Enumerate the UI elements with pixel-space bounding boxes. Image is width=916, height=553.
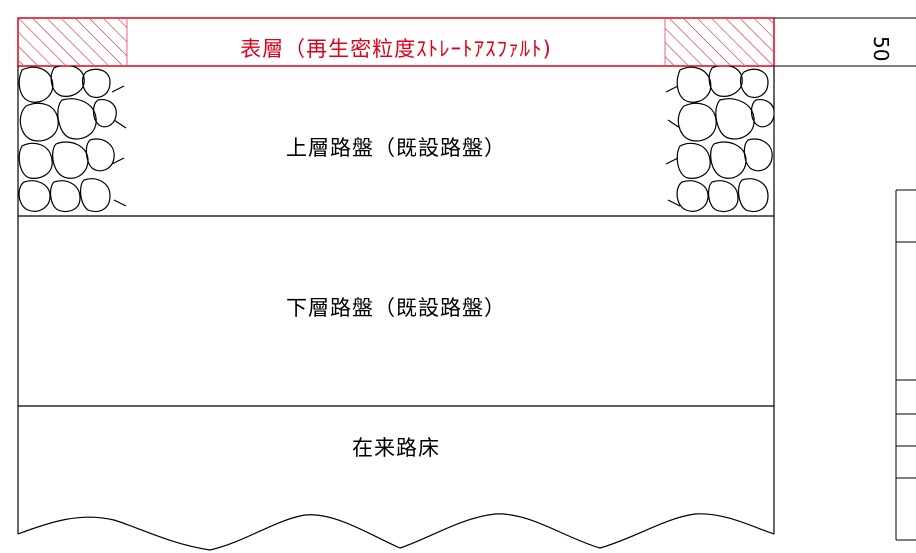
surface-layer-label: 表層（再生密粒度ｽﾄﾚｰﾄｱｽﾌｧﾙﾄ) xyxy=(240,37,552,61)
surface-left-hatch xyxy=(19,19,127,65)
stone-pattern-right xyxy=(665,66,774,213)
stone-pattern-left xyxy=(18,66,127,213)
lower-base-layer-label: 下層路盤（既設路盤） xyxy=(286,296,506,320)
wavy-break-line xyxy=(17,513,775,551)
surface-layer xyxy=(17,17,775,67)
surface-right-hatch xyxy=(665,19,773,65)
layer-boundaries xyxy=(17,66,775,551)
surface-outline xyxy=(17,17,775,67)
partial-table xyxy=(895,189,916,541)
dimension-annotation xyxy=(774,17,916,67)
subgrade-label: 在来路床 xyxy=(352,436,440,460)
upper-base-layer-label: 上層路盤（既設路盤） xyxy=(286,136,506,160)
surface-thickness-dimension: 50 xyxy=(869,36,893,62)
